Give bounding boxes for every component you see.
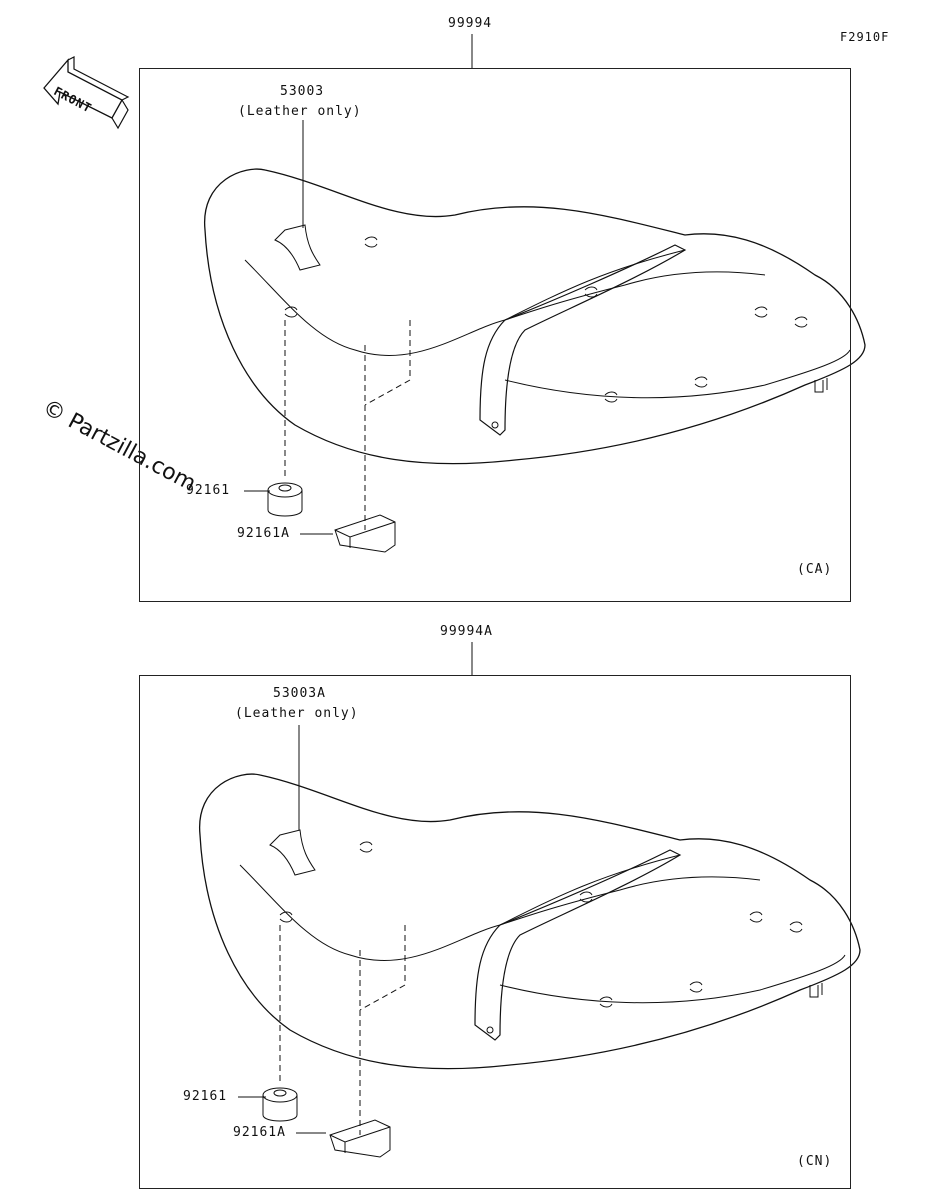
leather-part-number: 53003	[280, 84, 325, 99]
cushion-part-number: 92161	[183, 1089, 228, 1104]
figure-code: F2910F	[840, 30, 890, 44]
front-arrow-icon	[43, 56, 130, 130]
region-code: (CA)	[797, 562, 833, 577]
foam-part-number: 92161A	[237, 526, 290, 541]
assembly-part-number: 99994	[448, 16, 493, 31]
assembly-part-number: 99994A	[440, 624, 493, 639]
leather-part-number: 53003A	[273, 686, 326, 701]
foam-part-number: 92161A	[233, 1125, 286, 1140]
region-code: (CN)	[797, 1154, 833, 1169]
leather-note: (Leather only)	[235, 706, 359, 721]
cushion-part-number: 92161	[186, 483, 231, 498]
panel-ca	[139, 68, 851, 602]
panel-cn	[139, 675, 851, 1189]
leather-note: (Leather only)	[238, 104, 362, 119]
